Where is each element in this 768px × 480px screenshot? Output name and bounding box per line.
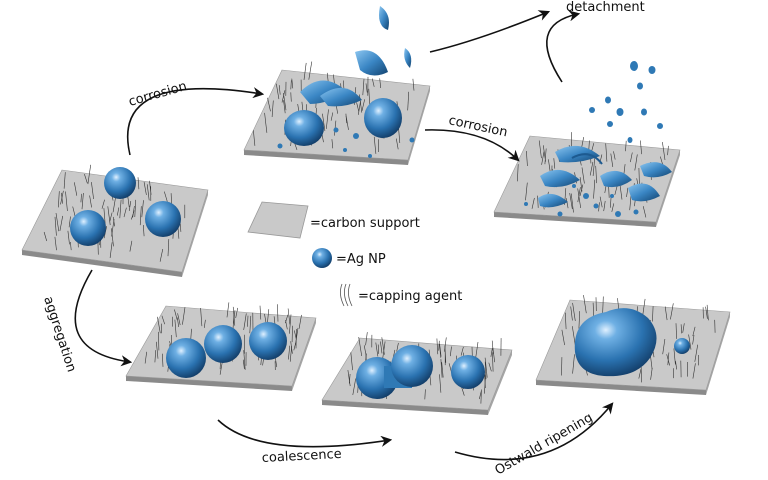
ag-np-particle [249, 322, 287, 360]
legend: =carbon support =Ag NP =capping agent [247, 201, 462, 307]
ag-np-particle [145, 201, 181, 237]
label-ostwald-ripening: Ostwald ripening [493, 410, 596, 478]
ag-np-small-particle [674, 338, 690, 354]
ag-np-particle [451, 355, 485, 389]
panel-detached-edge [494, 212, 656, 227]
panel-corrosion-edge [244, 150, 408, 165]
panel-initial-particles [70, 167, 181, 246]
ag-fragment [404, 48, 412, 68]
ag-fragment [355, 50, 388, 76]
panel-corrosion-particles [277, 6, 415, 158]
panel-initial-support [21, 169, 209, 273]
ag-np-particle [166, 338, 206, 378]
ag-fragment [538, 193, 568, 208]
legend-carbon-support: =carbon support [310, 216, 420, 231]
panel-initial-edge [182, 190, 208, 277]
panel-ostwald-particles [574, 308, 690, 377]
legend-ag-np: =Ag NP [336, 252, 386, 267]
legend-capping-agent: =capping agent [358, 289, 462, 304]
label-corrosion-1: corrosion [127, 79, 189, 110]
panel-coalescence-edge [488, 350, 512, 415]
ag-fragment [628, 183, 660, 202]
panel-coalescence-edge [322, 400, 488, 415]
ostwald-arrow [454, 402, 614, 461]
panel-initial-edge [22, 250, 182, 277]
ag-np-particle [284, 110, 324, 146]
panel-initial-capping-agent [43, 164, 186, 262]
panel-aggregation-edge [126, 376, 292, 391]
detachment-arrow-2 [546, 10, 581, 83]
capping-agent-swatch [340, 283, 353, 307]
detachment-arrow-1 [429, 10, 551, 53]
ag-np-particle [104, 167, 136, 199]
panel-coalescence-particles [356, 345, 485, 399]
panel-detached-edge [656, 150, 680, 227]
ag-np-large-particle [574, 308, 657, 377]
label-coalescence: coalescence [261, 447, 342, 466]
label-aggregation: aggregation [40, 295, 79, 374]
panel-ostwald-edge [706, 312, 730, 395]
ag-np-particle [204, 325, 242, 363]
ag-np-particle [70, 210, 106, 246]
panel-corrosion-edge [408, 86, 430, 165]
panel-detached-particles [524, 61, 672, 217]
panel-ostwald-edge [536, 380, 706, 395]
aggregation-arrow [74, 269, 133, 367]
ag-fragment [555, 145, 600, 163]
ag-fragment [379, 6, 389, 30]
coalescence-arrow [217, 419, 393, 448]
corrosion-arrow-1 [126, 87, 265, 156]
panel-aggregation-particles [166, 322, 287, 378]
ag-np-particle [364, 98, 402, 138]
panel-corrosion-support [243, 69, 431, 161]
ag-fragment [600, 170, 632, 188]
label-detachment: detachment [566, 0, 645, 15]
ag-fragment [320, 87, 362, 107]
carbon-support-swatch [247, 201, 309, 239]
ag-fragment [640, 162, 672, 178]
ag-fragment [540, 169, 580, 188]
ag-np-swatch [312, 248, 332, 268]
panel-aggregation-edge [292, 318, 316, 391]
ag-np-particle [391, 345, 433, 387]
corrosion-arrow-2 [424, 129, 520, 162]
